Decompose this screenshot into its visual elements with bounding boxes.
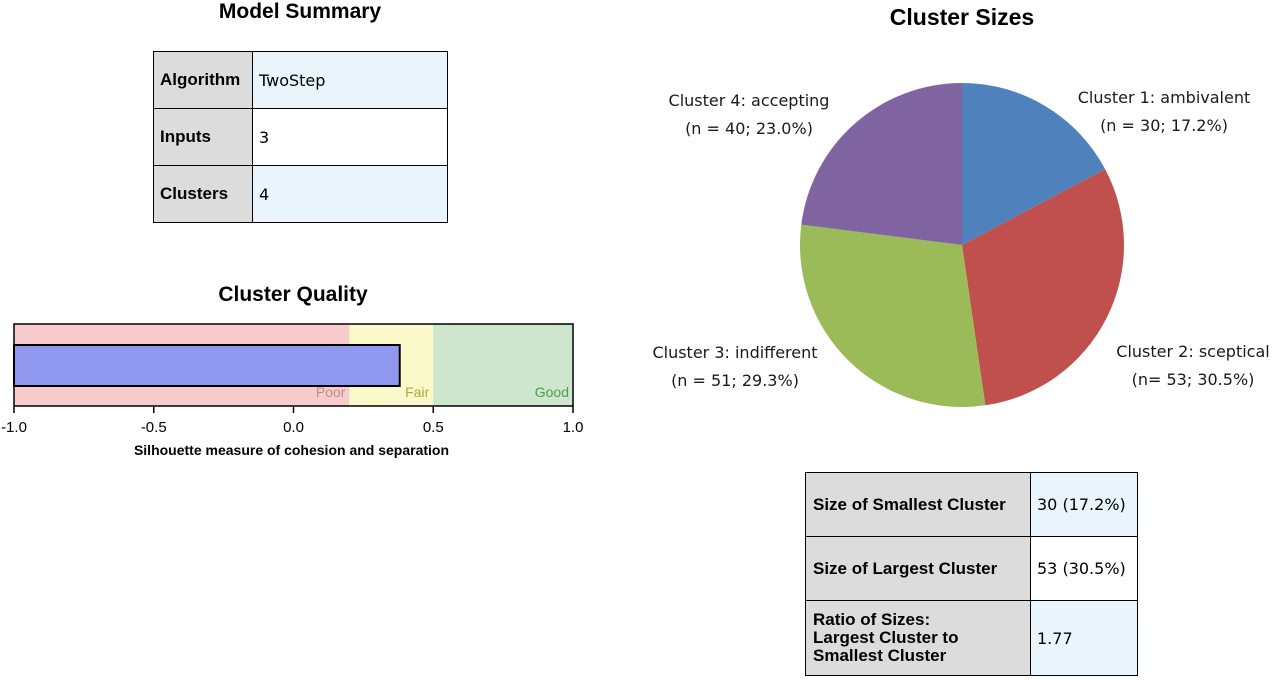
quality-zone-label: Fair [405,384,429,400]
table-row: Clusters 4 [153,165,448,223]
ratio-value: 1.77 [1030,600,1138,676]
largest-cluster-label: Size of Largest Cluster [805,536,1031,601]
pie-slice [799,224,986,407]
clusters-value: 4 [252,165,448,223]
pie-slice-label: Cluster 1: ambivalent [1078,88,1251,107]
pie-slice [962,169,1124,406]
model-summary-table: Algorithm TwoStep Inputs 3 Clusters 4 [153,51,448,223]
ratio-label-line: Ratio of Sizes: [813,610,931,629]
table-row: Algorithm TwoStep [153,51,448,109]
silhouette-bar [13,344,401,387]
quality-zone-label: Good [535,384,569,400]
x-tick-label: 0.5 [423,419,444,436]
pie-slice-label: Cluster 4: accepting [669,91,830,110]
x-axis-label: Silhouette measure of cohesion and separ… [134,442,449,458]
x-tick-label: -0.5 [141,419,167,436]
quality-zone-good [433,324,573,406]
cluster-sizes-title: Cluster Sizes [889,4,1035,30]
smallest-cluster-label: Size of Smallest Cluster [805,472,1031,537]
algorithm-value: TwoStep [252,51,448,109]
pie-slice-label: Cluster 3: indifferent [652,343,817,362]
table-row: Inputs 3 [153,108,448,166]
ratio-label: Ratio of Sizes: Largest Cluster to Small… [805,600,1031,676]
pie-slice-count: (n = 51; 29.3%) [671,371,799,390]
table-row: Size of Largest Cluster 53 (30.5%) [805,536,1138,601]
model-summary-title: Model Summary [218,0,382,23]
inputs-value: 3 [252,108,448,166]
pie-slice [801,83,962,245]
x-tick-label: 0.0 [283,419,304,436]
pie-slice-label: Cluster 2: sceptical [1116,342,1269,361]
pie-slice [962,83,1106,245]
table-row: Ratio of Sizes: Largest Cluster to Small… [805,600,1138,676]
pie-slice-count: (n= 53; 30.5%) [1132,370,1255,389]
cluster-quality-title: Cluster Quality [218,283,368,306]
x-tick-label: -1.0 [1,419,27,436]
inputs-label: Inputs [153,108,253,166]
ratio-label-line: Largest Cluster to [813,628,959,647]
ratio-label-line: Smallest Cluster [813,646,947,665]
x-tick-label: 1.0 [563,419,584,436]
pie-slice-count: (n = 40; 23.0%) [685,119,813,138]
smallest-cluster-value: 30 (17.2%) [1030,472,1138,537]
cluster-sizes-table: Size of Smallest Cluster 30 (17.2%) Size… [805,472,1138,676]
pie-slice-count: (n = 30; 17.2%) [1100,116,1228,135]
largest-cluster-value: 53 (30.5%) [1030,536,1138,601]
quality-zone-label: Poor [316,384,346,400]
table-row: Size of Smallest Cluster 30 (17.2%) [805,472,1138,537]
clusters-label: Clusters [153,165,253,223]
